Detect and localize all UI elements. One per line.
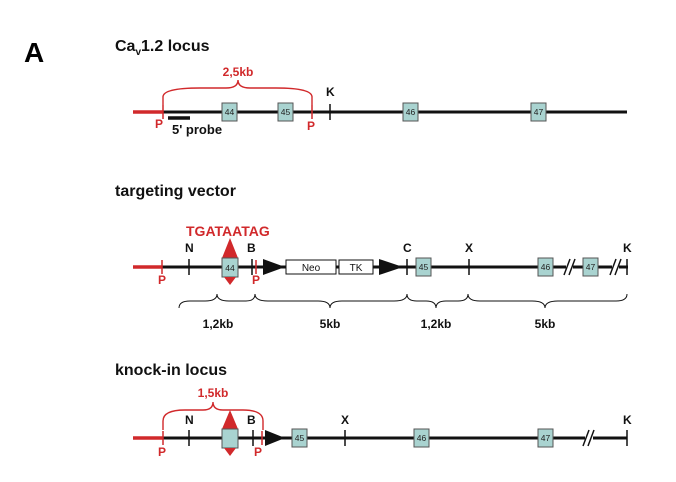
locus-exon-45 xyxy=(277,102,294,122)
locus-bracket xyxy=(162,79,313,105)
locus-site-p1: P xyxy=(155,117,163,131)
brace-3 xyxy=(406,293,469,309)
vector-exon-45-label: 45 xyxy=(419,262,429,272)
vector-site-b: B xyxy=(247,241,256,255)
locus-exon-47 xyxy=(530,102,547,122)
knockin-break-b xyxy=(587,429,595,447)
vector-break-1a xyxy=(563,258,571,276)
locus-exon-46 xyxy=(402,102,419,122)
locus-exon-46-label: 46 xyxy=(406,107,416,117)
vector-loxp-arrow-1 xyxy=(263,259,285,275)
vector-break-1b xyxy=(568,258,576,276)
knockin-site-b: B xyxy=(247,413,256,427)
vector-neo-box xyxy=(285,259,337,275)
vector-break-2a xyxy=(609,258,617,276)
locus-exon-45-label: 45 xyxy=(281,107,291,117)
brace-4 xyxy=(467,293,628,309)
vector-site-p1: P xyxy=(158,273,166,287)
locus-site-k: K xyxy=(326,85,335,99)
knockin-mutated-exon xyxy=(221,428,239,449)
vector-exon-46 xyxy=(537,257,554,277)
knockin-exon-45-label: 45 xyxy=(295,433,305,443)
locus-exon-44-label: 44 xyxy=(225,107,235,117)
vector-site-k: K xyxy=(623,241,632,255)
knockin-site-p1: P xyxy=(158,445,166,459)
locus-section: Cav1.2 locus 2,5kb 5' probe P P K 44 45 … xyxy=(115,38,627,137)
locus-exon-47-label: 47 xyxy=(534,107,544,117)
knockin-mutation-marker-base xyxy=(224,448,236,456)
knockin-loxp-arrow xyxy=(265,430,285,446)
vector-mutation-marker xyxy=(222,238,238,258)
knockin-exon-47-label: 47 xyxy=(541,433,551,443)
locus-bracket-label: 2,5kb xyxy=(223,65,254,79)
distance-1: 1,2kb xyxy=(203,317,234,331)
knockin-section: knock-in locus 1,5kb P P N B X K 45 xyxy=(115,362,632,459)
distance-4: 5kb xyxy=(535,317,556,331)
vector-site-p2: P xyxy=(252,273,260,287)
knockin-site-x: X xyxy=(341,413,349,427)
distance-2: 5kb xyxy=(320,317,341,331)
vector-exon-46-label: 46 xyxy=(541,262,551,272)
knockin-exon-46 xyxy=(413,428,430,448)
vector-exon-47 xyxy=(582,257,599,277)
brace-1 xyxy=(178,293,256,309)
vector-exon-45 xyxy=(415,257,432,277)
locus-title-sub: v xyxy=(135,47,141,58)
knockin-bracket-label: 1,5kb xyxy=(198,386,229,400)
knockin-exon-45 xyxy=(291,428,308,448)
vector-tk-label: TK xyxy=(350,263,363,274)
locus-title-main: Ca xyxy=(115,38,136,55)
vector-break-2b xyxy=(614,258,622,276)
knockin-title: knock-in locus xyxy=(115,362,227,379)
knockin-break-a xyxy=(582,429,590,447)
vector-mutation-marker-base xyxy=(224,277,236,285)
vector-neo-label: Neo xyxy=(302,263,321,274)
knockin-bracket xyxy=(162,401,264,430)
locus-exon-44 xyxy=(221,102,238,122)
panel-label: A xyxy=(24,37,44,68)
vector-exon-44-label: 44 xyxy=(225,263,235,273)
vector-site-x: X xyxy=(465,241,473,255)
vector-sequence: TGATAATAG xyxy=(186,223,270,239)
knockin-exon-46-label: 46 xyxy=(417,433,427,443)
brace-2 xyxy=(254,293,408,309)
vector-tk-box xyxy=(338,259,374,275)
locus-site-p2: P xyxy=(307,119,315,133)
vector-site-c: C xyxy=(403,241,412,255)
knockin-site-p2: P xyxy=(254,445,262,459)
vector-title: targeting vector xyxy=(115,183,236,200)
vector-loxp-arrow-2 xyxy=(379,259,403,275)
vector-exon-47-label: 47 xyxy=(586,262,596,272)
locus-title: Cav1.2 locus xyxy=(115,38,210,58)
distance-3: 1,2kb xyxy=(421,317,452,331)
vector-site-n: N xyxy=(185,241,194,255)
vector-section: targeting vector TGATAATAG P P N B C X K… xyxy=(115,183,632,331)
knockin-mutation-marker xyxy=(222,410,238,429)
knockin-exon-47 xyxy=(537,428,554,448)
knockin-site-k: K xyxy=(623,413,632,427)
knockin-site-n: N xyxy=(185,413,194,427)
locus-title-rest: 1.2 locus xyxy=(141,38,210,55)
probe-label: 5' probe xyxy=(172,122,222,137)
